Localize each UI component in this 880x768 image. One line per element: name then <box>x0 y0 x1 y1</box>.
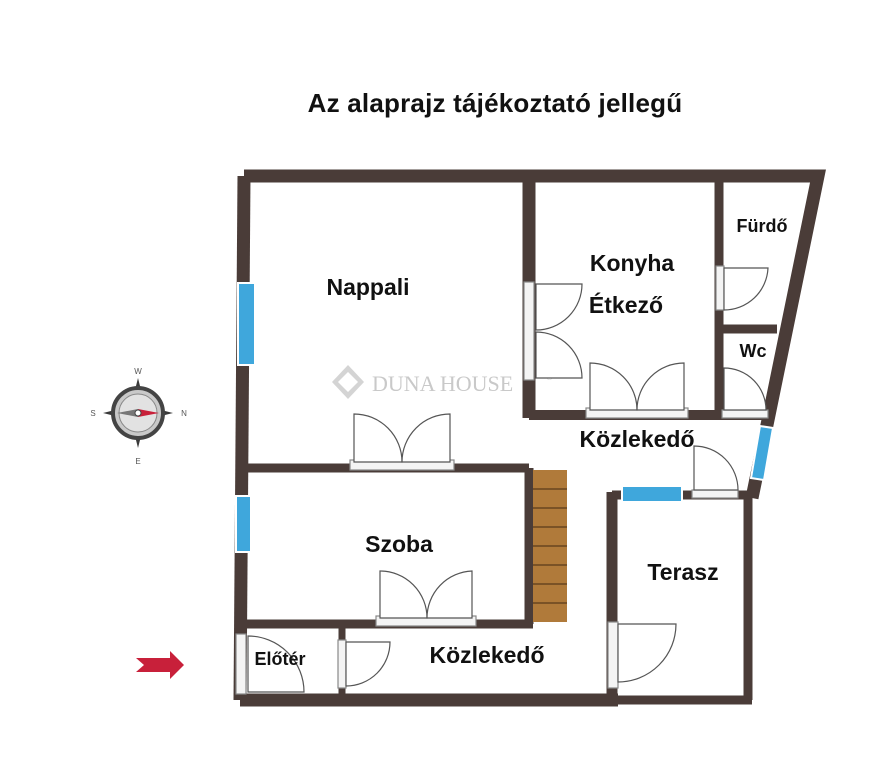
door-konyha-side <box>523 281 583 381</box>
compass-east: E <box>135 457 140 466</box>
room-label-terasz: Terasz <box>647 559 718 585</box>
compass-north: N <box>181 409 187 418</box>
compass-west: W <box>134 367 142 376</box>
door-nappali <box>349 413 455 471</box>
compass-icon: W E S N <box>90 367 187 466</box>
door-eloter <box>235 633 305 695</box>
door-konyha <box>585 362 689 419</box>
door-kozlekedo-lower <box>337 639 391 689</box>
stairs <box>533 470 567 622</box>
room-label-kozlekedo-upper: Közlekedő <box>579 426 694 452</box>
room-label-kozlekedo-lower: Közlekedő <box>429 642 544 668</box>
room-label-wc: Wc <box>740 341 767 361</box>
room-label-furdo: Fürdő <box>737 216 788 236</box>
door-wc <box>721 367 769 419</box>
page-title: Az alaprajz tájékoztató jellegű <box>307 88 683 118</box>
door-terasz <box>607 621 677 689</box>
room-label-szoba: Szoba <box>365 531 433 557</box>
entrance-arrow-icon <box>136 651 184 679</box>
room-label-konyha: Konyha <box>590 250 675 276</box>
room-label-nappali: Nappali <box>326 274 409 300</box>
door-kozlekedo-upper <box>691 445 739 499</box>
room-label-etkezo: Étkező <box>589 291 663 318</box>
room-label-eloter: Előtér <box>254 649 305 669</box>
duna-house-logo-icon <box>332 365 364 399</box>
door-furdo <box>715 265 769 311</box>
door-szoba <box>375 570 477 627</box>
windows <box>235 282 775 553</box>
walls <box>233 169 826 707</box>
doors <box>235 265 769 695</box>
watermark-brand: Duna House <box>372 371 513 396</box>
compass-south: S <box>90 409 95 418</box>
